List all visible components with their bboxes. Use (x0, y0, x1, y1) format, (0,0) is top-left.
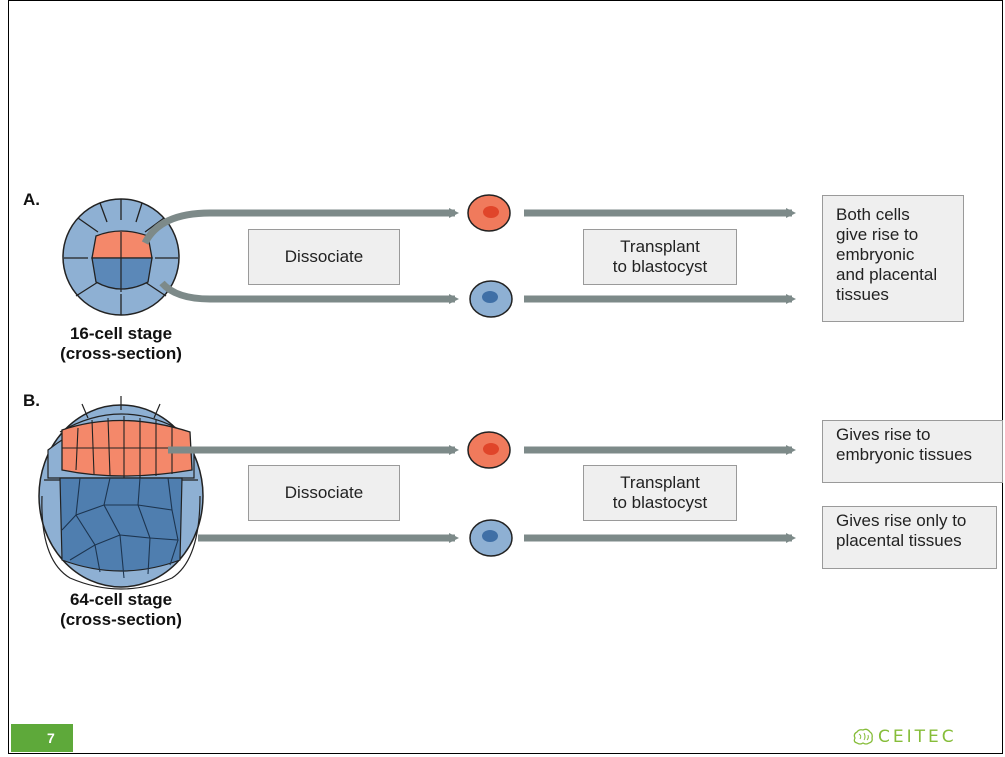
cell-blue-a (469, 280, 513, 318)
result-a-line4: and placental (836, 265, 938, 284)
arrow-a-top (141, 208, 459, 245)
arrow-a-bottom (159, 280, 459, 304)
embryo-64-cell (38, 396, 204, 590)
result-box-b-bottom: Gives rise only to placental tissues (822, 506, 997, 569)
result-box-b-top: Gives rise to embryonic tissues (822, 420, 1003, 483)
transplant-a-line2: to blastocyst (612, 257, 708, 276)
result-b-bottom-line2: placental tissues (836, 531, 962, 550)
dissociate-label-b: Dissociate (284, 483, 364, 502)
transplant-a-line1: Transplant (620, 237, 700, 256)
result-a-line1: Both cells (836, 205, 910, 224)
embryo-16-cell (62, 198, 180, 316)
cell-orange-a (467, 194, 511, 232)
page-number: 7 (11, 724, 73, 752)
result-a-line2: give rise to (836, 225, 919, 244)
ceitec-logo: CEITEC (852, 727, 957, 747)
panel-a-label: A. (23, 190, 40, 209)
transplant-b-line1: Transplant (620, 473, 700, 492)
panel-a-stage-caption: 16-cell stage (cross-section) (46, 324, 196, 364)
logo-text: CEITEC (878, 727, 957, 747)
panel-b-stage-line1: 64-cell stage (69, 590, 173, 609)
panel-b-stage-line2: (cross-section) (60, 610, 182, 629)
cell-orange-b (467, 431, 511, 469)
result-box-a: Both cells give rise to embryonic and pl… (822, 195, 964, 322)
dissociate-box-b: Dissociate (248, 465, 400, 521)
panel-a-stage-line2: (cross-section) (60, 344, 182, 363)
panel-a-stage-line1: 16-cell stage (69, 324, 173, 343)
result-b-top-line1: Gives rise to (836, 425, 931, 444)
cell-blue-b (469, 519, 513, 557)
slide-frame (8, 0, 1003, 754)
transplant-b-line2: to blastocyst (612, 493, 708, 512)
result-b-bottom-line1: Gives rise only to (836, 511, 967, 530)
brain-icon (853, 728, 873, 745)
dissociate-label-a: Dissociate (284, 247, 364, 266)
result-b-top-line2: embryonic tissues (836, 445, 973, 464)
dissociate-box-a: Dissociate (248, 229, 400, 285)
panel-b-stage-caption: 64-cell stage (cross-section) (46, 590, 196, 630)
transplant-box-b: Transplant to blastocyst (583, 465, 737, 521)
result-a-line5: tissues (836, 285, 889, 304)
transplant-box-a: Transplant to blastocyst (583, 229, 737, 285)
result-a-line3: embryonic (836, 245, 915, 264)
panel-b-label: B. (23, 391, 40, 410)
